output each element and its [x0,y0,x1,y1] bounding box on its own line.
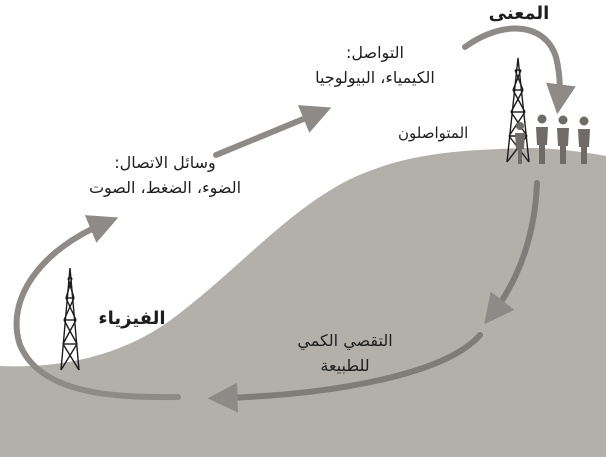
communication-label: التواصل: الكيمياء، البيولوجيا [290,40,460,90]
means-title: وسائل الاتصال: [114,153,216,172]
arrow-means-to-communication [213,105,332,158]
people-group-icon [515,114,590,164]
communication-title: التواصل: [346,43,404,62]
communicators-label: المتواصلون [398,124,469,142]
meaning-label: المعنى [488,3,550,24]
means-detail: الضوء، الضغط، الصوت [88,178,242,197]
person-icon [536,114,548,164]
inquiry-label: التقصي الكمي للطبيعة [270,328,420,378]
inquiry-line1: التقصي الكمي [297,331,393,350]
arrow-communicators-to-inquiry [484,180,540,325]
communication-detail: الكيمياء، البيولوجيا [315,68,435,87]
person-icon [557,115,569,164]
physics-label: الفيزياء [98,308,166,329]
means-label: وسائل الاتصال: الضوء، الضغط، الصوت [65,150,265,200]
physics-tower-icon [60,267,80,371]
inquiry-line2: للطبيعة [320,356,370,375]
person-icon [515,122,525,164]
arrow-communication-to-meaning [462,25,576,115]
arrow-physics-to-means [13,215,181,401]
arrow-inquiry-to-physics [207,332,483,413]
hill-terrain [0,148,606,457]
person-icon [578,116,590,164]
